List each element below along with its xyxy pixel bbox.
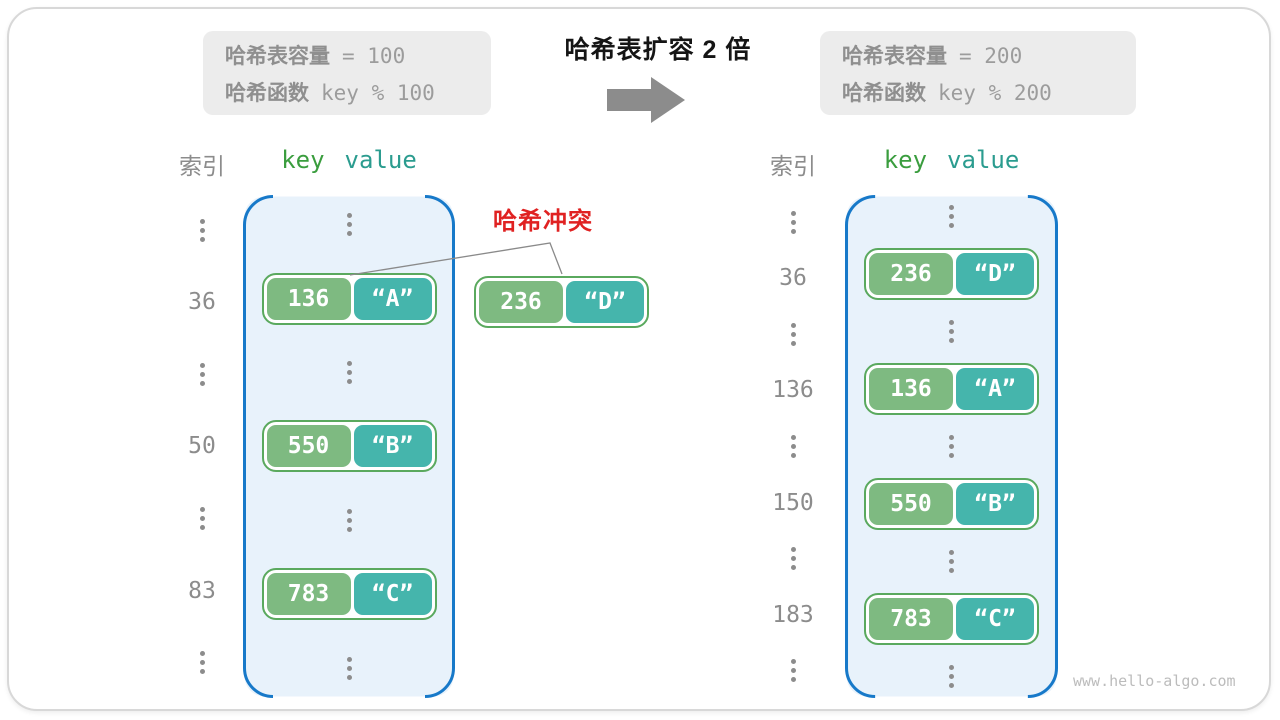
capacity-label: 哈希表容量 [225,44,330,68]
entry-value: “A” [956,368,1034,410]
index-column-right: 36 136 150 183 [759,195,827,698]
ellipsis-dots [790,210,796,234]
hash-entry: 236“D” [864,248,1039,300]
collision-lines [349,242,563,276]
entry-value: “D” [566,281,644,323]
hash-entry: 136“A” [864,363,1039,415]
diagram-title: 哈希表扩容 2 倍 [564,36,752,64]
ellipsis-dots [790,547,796,571]
hash-func-value: key % 100 [321,80,435,105]
hash-func-label: 哈希函数 [225,81,309,105]
hash-func-label: 哈希函数 [842,81,926,105]
entry-value: “D” [956,253,1034,295]
ellipsis-dots [949,320,954,343]
ellipsis-dots [949,435,954,458]
hash-entry: 236“D” [474,276,649,328]
index-label: 83 [188,577,216,604]
info-panel-after: 哈希表容量 = 200 哈希函数 key % 200 [820,31,1136,115]
index-column-left: 36 50 83 [168,195,236,698]
ellipsis-dots [346,213,352,237]
ellipsis-dots [790,434,796,458]
index-label: 150 [772,489,814,516]
entry-key: 236 [869,253,953,295]
ellipsis-dots [199,651,205,675]
hash-entry: 550“B” [864,478,1039,530]
hash-entry: 783“C” [261,568,437,621]
ellipsis-dots [949,665,954,688]
ellipsis-dots [346,361,352,385]
entry-value: “B” [956,483,1034,525]
index-header-left: 索引 [179,153,225,179]
index-label: 50 [188,433,216,460]
bucket-slots-left: 136“A” 550“B” 783“C” [243,195,455,698]
ellipsis-dots [199,362,205,386]
kv-header-right: key value [845,146,1058,174]
collision-label: 哈希冲突 [493,208,593,235]
watermark: www.hello-algo.com [1073,672,1236,690]
index-label: 136 [772,377,814,404]
capacity-line: 哈希表容量 = 200 [842,40,1136,70]
entry-value: “C” [353,573,432,616]
entry-key: 136 [266,277,351,320]
entry-key: 783 [869,598,953,640]
capacity-value: = 200 [959,43,1023,68]
entry-value: “B” [353,425,432,468]
ellipsis-dots [199,507,205,531]
index-label: 36 [779,265,807,292]
capacity-line: 哈希表容量 = 100 [225,40,491,70]
bucket-array-right: 236“D” 136“A” 550“B” 783“C” [845,195,1058,698]
value-header: value [344,146,417,174]
index-label: 183 [772,601,814,628]
floating-entry-mount: 236“D” [474,276,649,328]
entry-value: “A” [353,277,432,320]
key-header: key [281,146,325,174]
hash-entry: 550“B” [261,420,437,473]
ellipsis-dots [790,659,796,683]
entry-key: 550 [869,483,953,525]
hash-entry: 783“C” [864,593,1039,645]
key-header: key [883,146,928,174]
hash-func-line: 哈希函数 key % 200 [842,77,1136,107]
hash-func-value: key % 200 [938,80,1052,105]
entry-key: 236 [479,281,563,323]
ellipsis-dots [199,218,205,242]
entry-key: 783 [266,573,351,616]
info-panel-before: 哈希表容量 = 100 哈希函数 key % 100 [203,31,491,115]
ellipsis-dots [949,205,954,228]
entry-value: “C” [956,598,1034,640]
kv-header-left: key value [243,146,455,174]
ellipsis-dots [346,656,352,680]
bucket-slots-right: 236“D” 136“A” 550“B” 783“C” [845,195,1058,698]
hash-entry: 136“A” [261,272,437,325]
diagram-frame [7,7,1271,711]
entry-key: 136 [869,368,953,410]
hash-func-line: 哈希函数 key % 100 [225,77,491,107]
bucket-array-left: 136“A” 550“B” 783“C” [243,195,455,698]
capacity-value: = 100 [342,43,406,68]
index-label: 36 [188,289,216,316]
ellipsis-dots [790,322,796,346]
expand-arrow-icon [607,77,685,123]
index-header-right: 索引 [770,153,816,179]
value-header: value [947,146,1020,174]
capacity-label: 哈希表容量 [842,44,947,68]
ellipsis-dots [949,550,954,573]
entry-key: 550 [266,425,351,468]
ellipsis-dots [346,508,352,532]
